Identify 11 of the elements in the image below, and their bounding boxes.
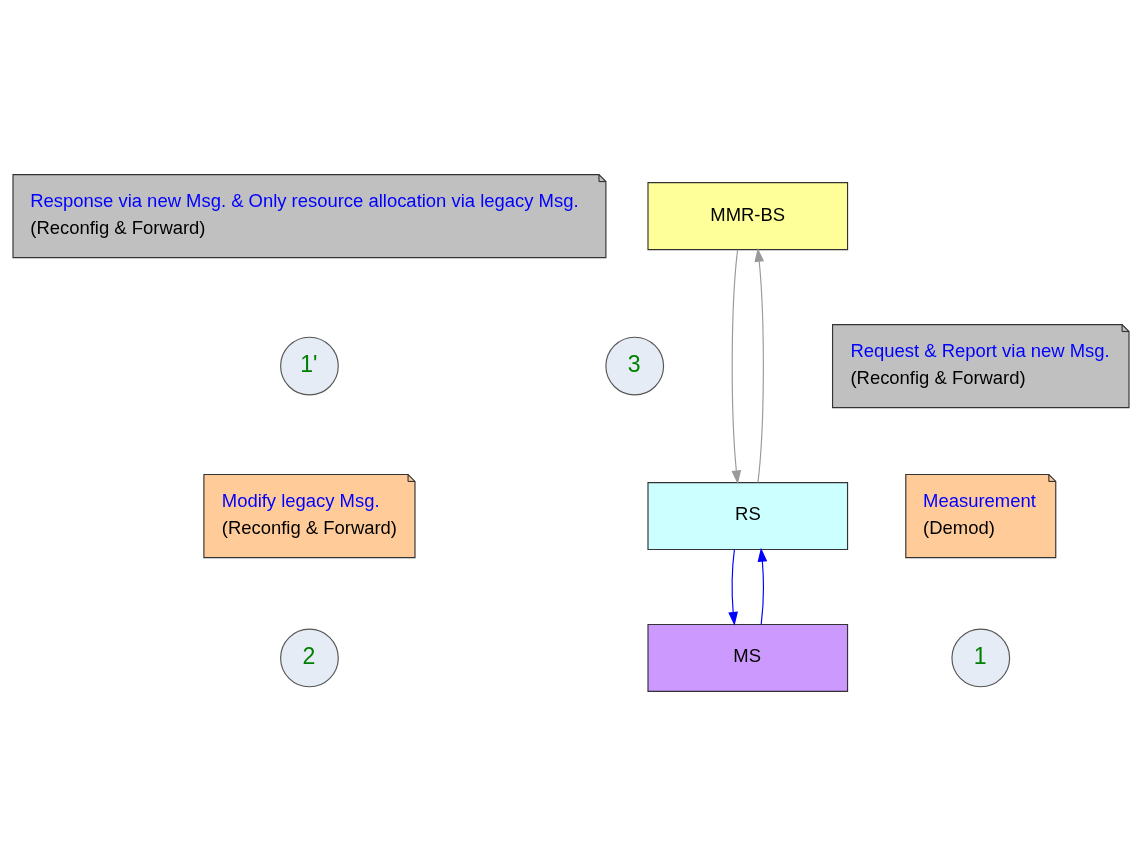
node-circle: 1 [951, 628, 1011, 688]
node-box: RS [647, 482, 849, 551]
arrow [728, 549, 738, 626]
arrow [731, 249, 742, 485]
node-box: MMR-BS [647, 182, 849, 251]
node-circle: 1' [280, 336, 339, 396]
node-circle: 2 [280, 628, 339, 688]
node-circle: 3 [605, 336, 665, 396]
arrow [754, 247, 765, 484]
arrow [757, 547, 768, 625]
node-box: MS [647, 623, 849, 692]
